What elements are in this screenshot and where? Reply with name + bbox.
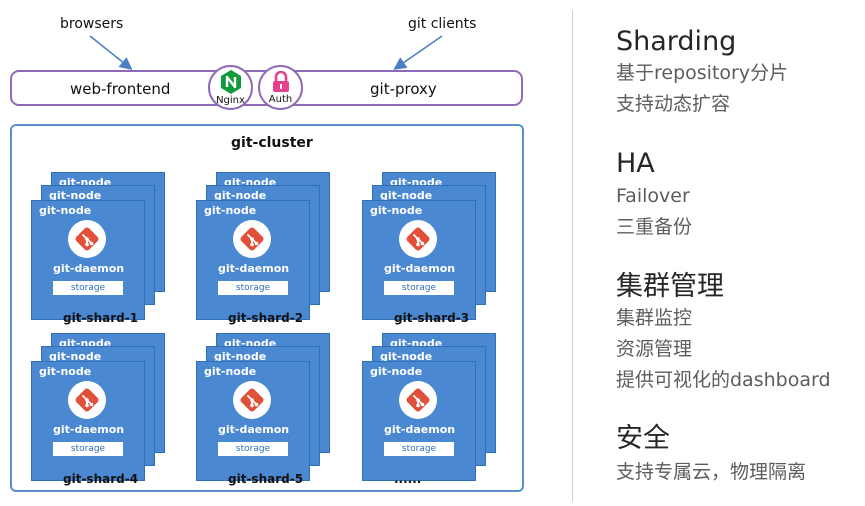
git-node-label: git-node	[49, 350, 102, 363]
git-cluster-title: git-cluster	[231, 135, 313, 151]
feature-item: 支持动态扩容	[616, 93, 731, 115]
lock-icon	[272, 70, 289, 92]
git-node-label: git-node	[370, 204, 423, 217]
feature-item: 提供可视化的dashboard	[616, 369, 831, 391]
storage-box: storage	[384, 281, 454, 295]
storage-box: storage	[53, 442, 123, 456]
browsers-arrow	[89, 35, 133, 70]
git-node-card	[362, 200, 476, 320]
git-icon	[75, 388, 99, 412]
feature-title-ha: HA	[616, 148, 655, 179]
git-logo	[68, 381, 106, 419]
git-logo	[399, 220, 437, 258]
shard-label: git-shard-5	[228, 472, 304, 486]
shard-label: ......	[394, 472, 422, 486]
git-icon	[240, 227, 264, 251]
git-icon	[406, 227, 430, 251]
feature-title-sharding: Sharding	[616, 26, 737, 57]
git-daemon-label: git-daemon	[384, 423, 456, 436]
git-daemon-label: git-daemon	[218, 423, 290, 436]
git-clients-label: git clients	[408, 16, 477, 32]
git-node-label: git-node	[204, 365, 257, 378]
feature-item: 三重备份	[616, 216, 693, 238]
git-node-card	[31, 361, 145, 481]
storage-box: storage	[218, 281, 288, 295]
git-logo	[233, 381, 271, 419]
shard-label: git-shard-1	[63, 311, 139, 325]
git-icon	[406, 388, 430, 412]
git-node-label: git-node	[380, 350, 433, 363]
git-daemon-label: git-daemon	[53, 262, 125, 275]
git-node-card	[196, 200, 310, 320]
git-logo	[233, 220, 271, 258]
git-daemon-label: git-daemon	[218, 262, 290, 275]
shard-label: git-shard-3	[394, 311, 470, 325]
git-node-label: git-node	[214, 350, 267, 363]
feature-title-cluster-management: 集群管理	[616, 271, 724, 302]
git-daemon-label: git-daemon	[53, 423, 125, 436]
git-proxy-label: git-proxy	[370, 80, 437, 98]
vertical-divider	[572, 10, 573, 502]
feature-item: 集群监控	[616, 307, 693, 329]
shard-label: git-shard-2	[228, 311, 304, 325]
storage-box: storage	[218, 442, 288, 456]
git-node-card	[362, 361, 476, 481]
git-node-label: git-node	[204, 204, 257, 217]
git-node-label: git-node	[380, 189, 433, 202]
git-node-card	[31, 200, 145, 320]
auth-badge: Auth	[258, 65, 303, 110]
nginx-label: Nginx	[216, 94, 245, 106]
feature-title-security: 安全	[616, 423, 670, 454]
feature-item: 支持专属云，物理隔离	[616, 461, 807, 483]
feature-item: 资源管理	[616, 338, 693, 360]
git-node-label: git-node	[49, 189, 102, 202]
nginx-icon	[220, 69, 241, 94]
shard-label: git-shard-4	[63, 472, 139, 486]
git-clients-arrow	[393, 35, 443, 70]
nginx-badge: Nginx	[208, 65, 253, 110]
git-icon	[240, 388, 264, 412]
git-icon	[75, 227, 99, 251]
git-node-label: git-node	[39, 204, 92, 217]
storage-box: storage	[384, 442, 454, 456]
browsers-label: browsers	[60, 16, 124, 32]
git-node-label: git-node	[370, 365, 423, 378]
storage-box: storage	[53, 281, 123, 295]
git-node-card	[196, 361, 310, 481]
auth-label: Auth	[268, 93, 293, 105]
arrows-layer	[89, 35, 443, 70]
web-frontend-label: web-frontend	[70, 80, 171, 98]
feature-item: 基于repository分片	[616, 62, 789, 84]
git-logo	[68, 220, 106, 258]
git-logo	[399, 381, 437, 419]
git-node-label: git-node	[214, 189, 267, 202]
git-daemon-label: git-daemon	[384, 262, 456, 275]
git-node-label: git-node	[39, 365, 92, 378]
feature-item: Failover	[616, 185, 690, 207]
